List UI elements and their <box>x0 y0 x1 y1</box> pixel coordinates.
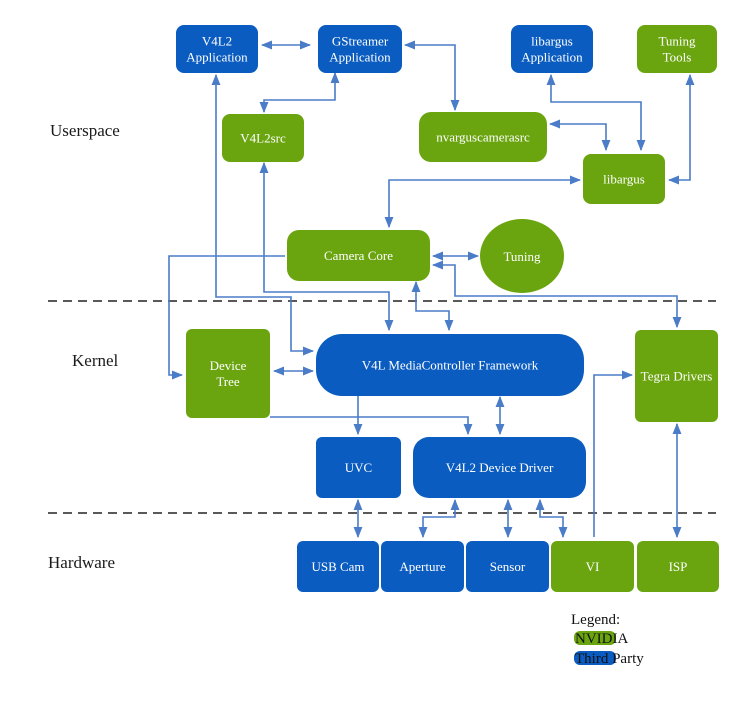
connector-gstreamer-nvargus <box>403 40 460 112</box>
node-aperture-label: Aperture <box>399 559 445 574</box>
node-tuning: Tuning <box>480 219 564 293</box>
connector-libargusapp-libargus <box>546 73 646 152</box>
connector-nvargus-libargus <box>548 119 611 152</box>
node-camera-core-label: Camera Core <box>324 248 393 263</box>
node-tegra-drivers-label: Tegra Drivers <box>641 369 713 384</box>
node-libargus: libargus <box>583 154 665 204</box>
node-v4l2-app-label: V4L2 <box>202 34 232 49</box>
node-uvc-label: UVC <box>345 460 372 475</box>
node-camera-core: Camera Core <box>287 230 430 281</box>
connector-gstreamer-v4l2src <box>259 71 340 114</box>
legend-nvidia-swatch <box>574 631 616 645</box>
node-tuning-label: Tuning <box>503 249 541 264</box>
node-nvarguscamerasrc-box <box>419 112 547 162</box>
node-v4l2src-box <box>222 114 304 162</box>
node-libargus-label: libargus <box>603 172 645 187</box>
node-usb-cam-label: USB Cam <box>311 559 364 574</box>
node-sensor: Sensor <box>466 541 549 592</box>
node-nvarguscamerasrc-label: nvarguscamerasrc <box>436 130 530 145</box>
node-libargus-app-label: Application <box>521 50 583 65</box>
node-vi-box <box>551 541 634 592</box>
connector-libargus-cameracore <box>384 175 582 229</box>
connector-cameracore-devicetree <box>168 255 285 380</box>
connector-cameracore-mcframework <box>411 280 454 332</box>
node-camera-core-box <box>287 230 430 281</box>
node-isp: ISP <box>637 541 719 592</box>
node-libargus-app-box <box>511 25 593 73</box>
node-uvc-box <box>316 437 401 498</box>
node-libargus-box <box>583 154 665 204</box>
layer-label-kernel: Kernel <box>72 351 119 370</box>
connector-v4l2driver-aperture <box>418 498 460 539</box>
node-tuning-circle <box>480 219 564 293</box>
node-v4l2src: V4L2src <box>222 114 304 162</box>
node-sensor-box <box>466 541 549 592</box>
node-vi-label: VI <box>586 559 600 574</box>
node-v4l2-app-label: Application <box>186 50 248 65</box>
node-device-tree-box <box>186 329 270 418</box>
node-vi: VI <box>551 541 634 592</box>
legend: Legend: NVIDIA Third Party <box>571 612 644 667</box>
nodes-group: V4L2ApplicationGStreamerApplicationlibar… <box>176 25 719 592</box>
node-libargus-app-label: libargus <box>531 34 573 49</box>
node-gstreamer-app-label: Application <box>329 50 391 65</box>
node-tegra-drivers: Tegra Drivers <box>635 330 718 422</box>
node-usb-cam: USB Cam <box>297 541 379 592</box>
node-sensor-label: Sensor <box>490 559 526 574</box>
node-usb-cam-box <box>297 541 379 592</box>
node-v4l-mc-framework-label: V4L MediaController Framework <box>362 358 539 373</box>
node-tuning-tools-box <box>637 25 717 73</box>
node-nvarguscamerasrc: nvarguscamerasrc <box>419 112 547 162</box>
node-gstreamer-app-box <box>318 25 402 73</box>
node-v4l-mc-framework-box <box>316 334 584 396</box>
layer-label-hardware: Hardware <box>48 553 115 572</box>
connector-v4l2driver-vi <box>535 498 568 539</box>
node-v4l2src-label: V4L2src <box>240 131 286 146</box>
node-device-tree-label: Device <box>210 358 247 373</box>
legend-title: Legend: <box>571 612 620 628</box>
node-device-tree-label: Tree <box>216 374 240 389</box>
connector-vi-tegra <box>593 370 634 537</box>
node-isp-label: ISP <box>669 559 688 574</box>
legend-third-party-swatch <box>574 651 616 665</box>
node-aperture-box <box>381 541 464 592</box>
node-v4l2-device-driver-label: V4L2 Device Driver <box>446 460 554 475</box>
node-tuning-tools-label: Tuning <box>658 34 696 49</box>
node-aperture: Aperture <box>381 541 464 592</box>
node-v4l2-device-driver-box <box>413 437 586 498</box>
node-uvc: UVC <box>316 437 401 498</box>
legend-nvidia-label: NVIDIA <box>575 631 628 647</box>
connector-devicetree-v4l2driver <box>270 416 473 436</box>
connector-v4l2src-mcframework <box>259 161 394 332</box>
node-isp-box <box>637 541 719 592</box>
node-gstreamer-app-label: GStreamer <box>332 34 389 49</box>
connector-tuningtools-libargus <box>667 73 695 185</box>
node-v4l2-device-driver: V4L2 Device Driver <box>413 437 586 498</box>
layer-label-userspace: Userspace <box>50 121 120 140</box>
node-v4l-mc-framework: V4L MediaController Framework <box>316 334 584 396</box>
legend-third-party-label: Third Party <box>575 651 644 667</box>
node-v4l2-app-box <box>176 25 258 73</box>
connectors <box>168 40 695 539</box>
node-tuning-tools-label: Tools <box>663 50 692 65</box>
node-tegra-drivers-box <box>635 330 718 422</box>
connector-cameracore-tegra <box>431 260 682 329</box>
